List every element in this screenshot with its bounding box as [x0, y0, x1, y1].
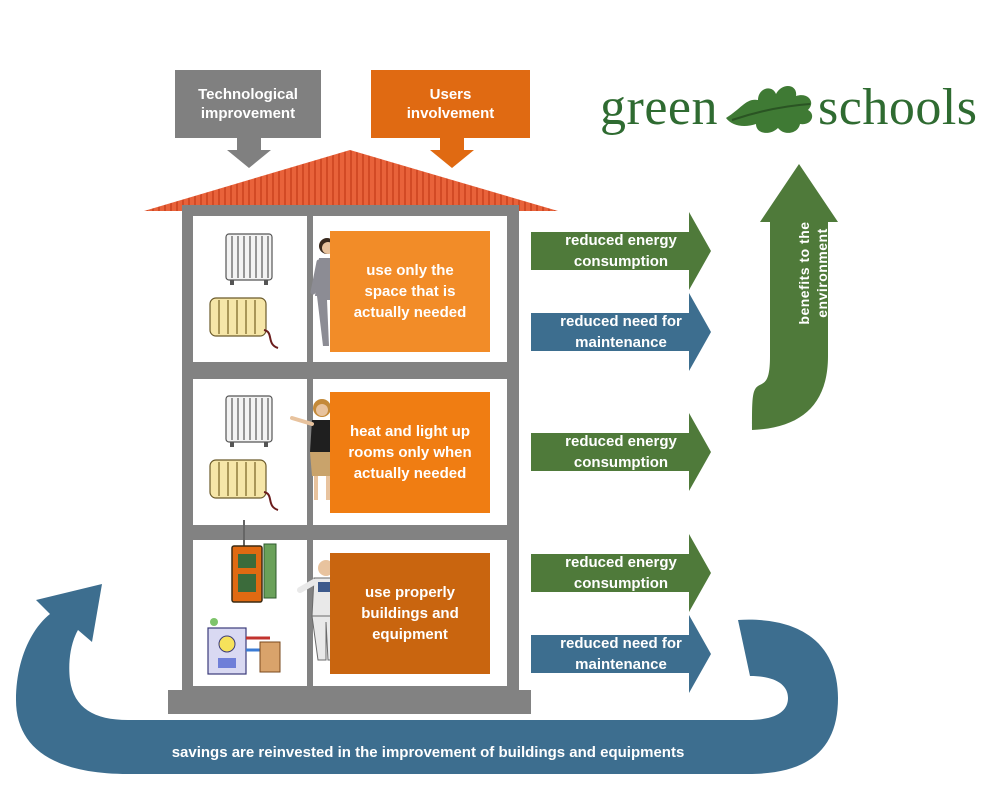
technological-down-arrow: [227, 136, 271, 168]
boiler-icon: [231, 520, 277, 603]
technological-label: Technological improvement: [198, 86, 298, 122]
benefit-label: reduced energy consumption: [565, 554, 677, 592]
action-box-1: use only the space that is actually need…: [330, 231, 490, 352]
users-label: Users involvement: [406, 86, 495, 122]
house-roof: [144, 150, 558, 211]
action-box-3: use properly buildings and equipment: [330, 553, 490, 674]
arrow-shape: [531, 212, 711, 290]
benefit-arrow-energy: reduced energy consumption: [531, 212, 711, 290]
users-down-arrow: [430, 136, 474, 168]
logo-text-green: green: [600, 79, 718, 136]
technological-header: [175, 70, 321, 138]
oak-leaf-icon: [726, 85, 813, 133]
benefit-arrow-maintenance: reduced need for maintenance: [531, 293, 711, 371]
benefit-arrow-energy: reduced energy consumption: [531, 534, 711, 612]
warm-radiator-icon: [209, 459, 279, 511]
arrow-shape: [531, 615, 711, 693]
radiator-icon: [225, 395, 273, 447]
benefit-label: reduced energy consumption: [565, 232, 677, 270]
arrow-shape: [531, 413, 711, 491]
savings-loop-arrow: [16, 584, 838, 774]
environment-label: benefits to the environment: [796, 221, 830, 325]
benefit-label: reduced need for maintenance: [560, 313, 682, 351]
logo-text-schools: schools: [818, 79, 978, 136]
arrow-shape: [531, 293, 711, 371]
radiator-icon: [225, 233, 273, 285]
greenschools-logo: green schools: [600, 76, 980, 146]
benefit-arrow-energy: reduced energy consumption: [531, 413, 711, 491]
action-box-2: heat and light up rooms only when actual…: [330, 392, 490, 513]
benefit-arrow-maintenance: reduced need for maintenance: [531, 615, 711, 693]
arrow-shape: [531, 534, 711, 612]
heating-system-icon: [207, 618, 281, 675]
users-header: [371, 70, 530, 138]
benefit-label: reduced need for maintenance: [560, 635, 682, 673]
warm-radiator-icon: [209, 297, 279, 349]
benefit-label: reduced energy consumption: [565, 433, 677, 471]
house-base: [168, 690, 531, 714]
savings-label: savings are reinvested in the improvemen…: [171, 744, 685, 761]
environment-arrow: [752, 164, 838, 430]
